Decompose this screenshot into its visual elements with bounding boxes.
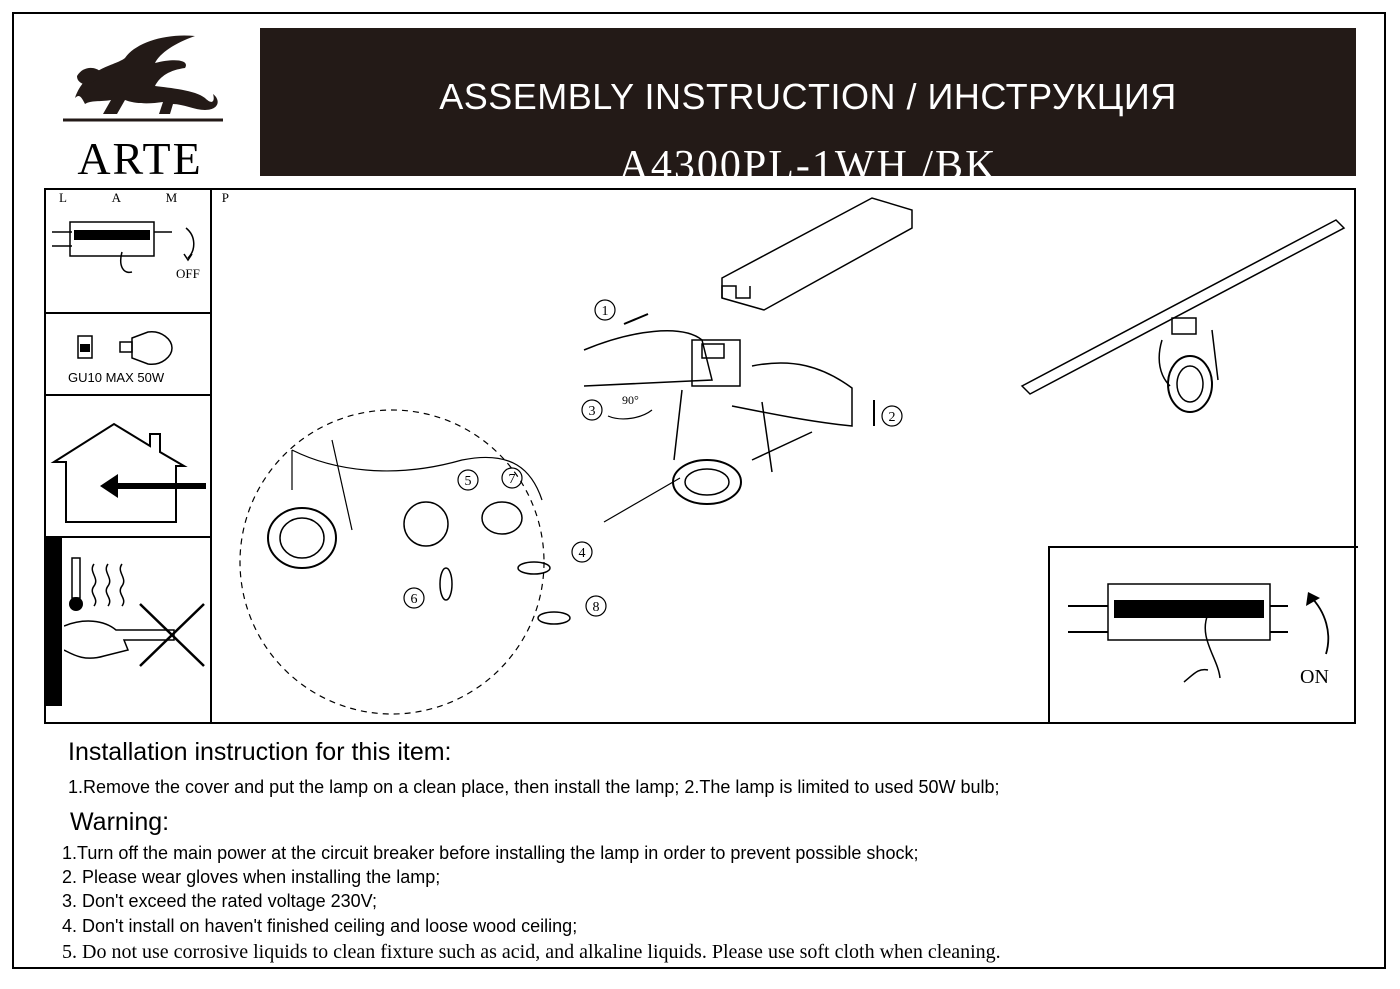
breaker-on-icon [1068, 583, 1288, 683]
step-1-label: 1 [602, 304, 609, 319]
warning-heading: Warning: [70, 808, 170, 836]
rotate-up-arrow-icon [1306, 592, 1330, 655]
spotlight-head [672, 459, 742, 505]
no-touch-hot-icon [64, 557, 205, 667]
detail-circle [239, 409, 545, 715]
rotate-arrow-icon [183, 227, 195, 262]
breaker-off-icon [52, 221, 172, 274]
assembly-drawing: 1 2 3 90° 5 7 4 6 8 [239, 197, 1346, 715]
installation-heading: Installation instruction for this item: [68, 738, 452, 766]
detail-socket [481, 501, 523, 535]
bulb-icon [77, 331, 173, 365]
step-8-label: 8 [593, 600, 600, 615]
track-adapter [691, 339, 741, 387]
sidebar: OFF GU10 MAX 50W [46, 190, 212, 722]
warning-item-1: 1.Turn off the main power at the circuit… [62, 843, 919, 863]
step-6-label: 6 [411, 592, 418, 607]
bulb-cell: GU10 MAX 50W [46, 314, 210, 396]
step-4-label: 4 [579, 546, 586, 561]
warning-bar [46, 538, 62, 706]
brand-sub-letter: M [165, 190, 178, 205]
page-title: ASSEMBLY INSTRUCTION / ИНСТРУКЦИЯ [439, 76, 1177, 117]
switch-off-cell: OFF [46, 190, 210, 314]
brand-sub-letter: A [111, 190, 121, 205]
header-banner: ASSEMBLY INSTRUCTION / ИНСТРУКЦИЯ A4300P… [260, 28, 1356, 189]
step-5-label: 5 [465, 474, 472, 489]
model-number: A4300PL-1WH /BK [618, 143, 998, 189]
no-heat-cell [46, 538, 210, 722]
brand-logo: ARTE L A M P [55, 28, 230, 205]
switch-on-inset: ON [1048, 546, 1358, 724]
installation-line: 1.Remove the cover and put the lamp on a… [68, 777, 1000, 797]
off-label: OFF [176, 266, 200, 281]
warning-item-2: 2. Please wear gloves when installing th… [62, 867, 441, 887]
griffin-icon [63, 35, 223, 122]
brand-name: ARTE [77, 133, 203, 184]
mounted-spotlight [1167, 355, 1213, 413]
step-3-label: 3 [589, 404, 596, 419]
step-7-label: 7 [509, 472, 516, 487]
detail-bulb [403, 501, 449, 547]
detail-lamp-ring [267, 507, 337, 569]
diagram-panel: OFF GU10 MAX 50W [44, 188, 1358, 724]
brand-sub-letter: P [221, 190, 229, 205]
warning-item-3: 3. Don't exceed the rated voltage 230V; [62, 891, 377, 911]
page-frame [12, 12, 1386, 969]
brand-subtitle: L A M P [59, 190, 229, 206]
warning-item-4: 4. Don't install on haven't finished cei… [62, 916, 578, 936]
warning-item-5: 5. Do not use corrosive liquids to clean… [62, 941, 1001, 963]
bulb-label: GU10 MAX 50W [68, 370, 165, 385]
hand-right [731, 362, 853, 427]
rotation-label: 90° [622, 393, 639, 407]
step-2-label: 2 [889, 410, 896, 425]
on-label: ON [1300, 666, 1329, 688]
indoor-house-icon [50, 422, 206, 523]
indoor-cell [46, 396, 210, 538]
hand-left [583, 330, 713, 387]
brand-sub-letter: L [59, 190, 67, 205]
rail-mounted [1020, 219, 1346, 395]
